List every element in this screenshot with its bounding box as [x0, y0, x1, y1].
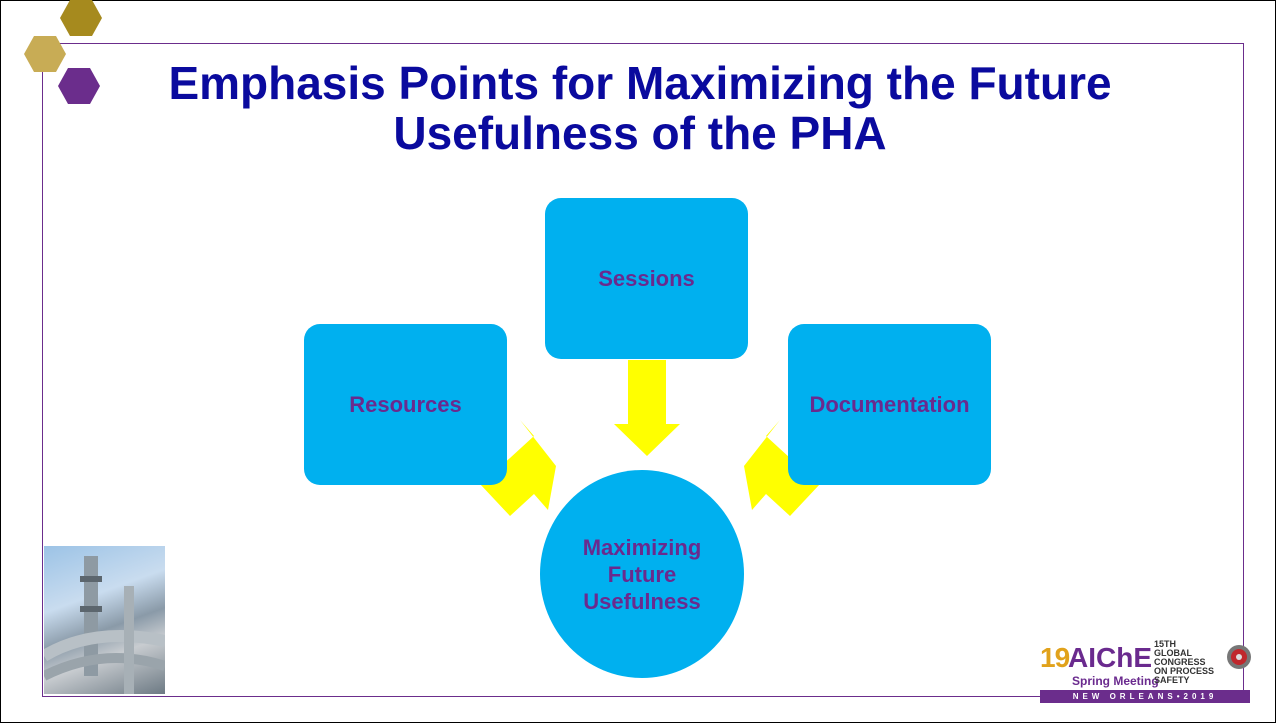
- circle-label: Maximizing Future Usefulness: [582, 534, 702, 614]
- resources-label: Resources: [349, 391, 462, 417]
- logo-org: AIChE: [1068, 642, 1152, 673]
- refinery-illustration: [44, 556, 165, 694]
- logo-event: Spring Meeting: [1072, 674, 1159, 688]
- maximizing-circle: Maximizing Future Usefulness: [540, 470, 744, 678]
- hexagon-gold-left: [24, 36, 66, 72]
- sessions-label: Sessions: [598, 265, 695, 291]
- arrow-down: [614, 360, 680, 456]
- documentation-label: Documentation: [809, 391, 970, 417]
- hexagon-gold-top: [60, 0, 102, 36]
- refinery-photo: [44, 546, 165, 694]
- safety-seal-icon: [1227, 645, 1251, 669]
- arrow-right-diagonal: [744, 420, 820, 516]
- resources-box: Resources: [304, 324, 507, 485]
- documentation-box: Documentation: [788, 324, 991, 485]
- hexagon-decoration: [24, 0, 102, 104]
- logo-location: NEW ORLEANS•2019: [1040, 690, 1250, 703]
- slide-title: Emphasis Points for Maximizing the Futur…: [168, 57, 1112, 159]
- slide-border: [42, 43, 1244, 697]
- hexagon-purple: [58, 68, 100, 104]
- logo-year: 19: [1040, 642, 1070, 673]
- sessions-box: Sessions: [545, 198, 748, 359]
- arrow-left-diagonal: [480, 420, 556, 516]
